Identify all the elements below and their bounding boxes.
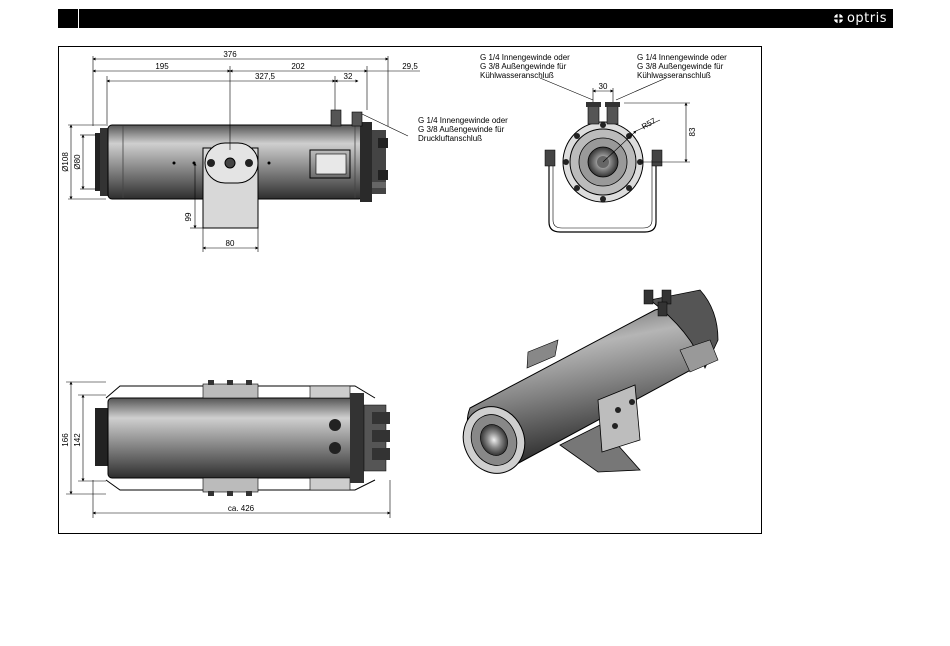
front-note-right-line3: Kühlwasseranschluß	[637, 71, 711, 80]
iso-view	[452, 290, 718, 483]
dim-ca426: ca. 426	[228, 504, 255, 513]
top-connector-1	[329, 419, 341, 431]
dim-r57: R57	[640, 116, 658, 131]
side-note-line2: G 3/8 Außengewinde für	[418, 125, 505, 134]
dim-327: 327,5	[255, 72, 276, 81]
front-connector-right	[607, 106, 618, 124]
side-rear-cap	[360, 122, 372, 202]
front-note-right-line1: G 1/4 Innengewinde oder	[637, 53, 727, 62]
dim-29: 29,5	[402, 62, 418, 71]
iso-connector-1	[644, 290, 653, 304]
side-connector-1	[331, 110, 341, 126]
front-note-left-line2: G 3/8 Außengewinde für	[480, 62, 567, 71]
dim-142: 142	[73, 433, 82, 447]
top-connector-2	[329, 442, 341, 454]
top-bracket-upper	[203, 384, 258, 398]
front-note-left-line1: G 1/4 Innengewinde oder	[480, 53, 570, 62]
dim-overall: 376	[223, 50, 237, 59]
dim-32: 32	[344, 72, 353, 81]
top-view: 166 142 ca. 426	[61, 380, 390, 518]
dim-d80: Ø80	[73, 154, 82, 170]
front-note-left-line3: Kühlwasseranschluß	[480, 71, 554, 80]
dim-99: 99	[184, 212, 193, 221]
top-housing	[108, 398, 363, 478]
dim-30: 30	[599, 82, 608, 91]
side-note-line3: Druckluftanschluß	[418, 134, 482, 143]
dim-83: 83	[688, 127, 697, 136]
front-view: 30 R57 83 G 1/4 Innengewinde oder G 3/8 …	[480, 53, 727, 232]
front-connector-left	[588, 106, 599, 124]
side-view: 376 195 202 327,5 32 29,5 Ø108 Ø80 99 80	[61, 50, 508, 252]
side-connector-2	[352, 112, 362, 126]
dim-d108: Ø108	[61, 152, 70, 172]
dim-195: 195	[155, 62, 169, 71]
front-note-right-line2: G 3/8 Außengewinde für	[637, 62, 724, 71]
dim-166: 166	[61, 433, 70, 447]
side-note-line1: G 1/4 Innengewinde oder	[418, 116, 508, 125]
top-rear-cap	[350, 393, 364, 483]
dim-202: 202	[291, 62, 305, 71]
dim-80: 80	[226, 239, 235, 248]
top-bracket-lower	[203, 478, 258, 492]
top-lens-ring	[95, 408, 109, 466]
